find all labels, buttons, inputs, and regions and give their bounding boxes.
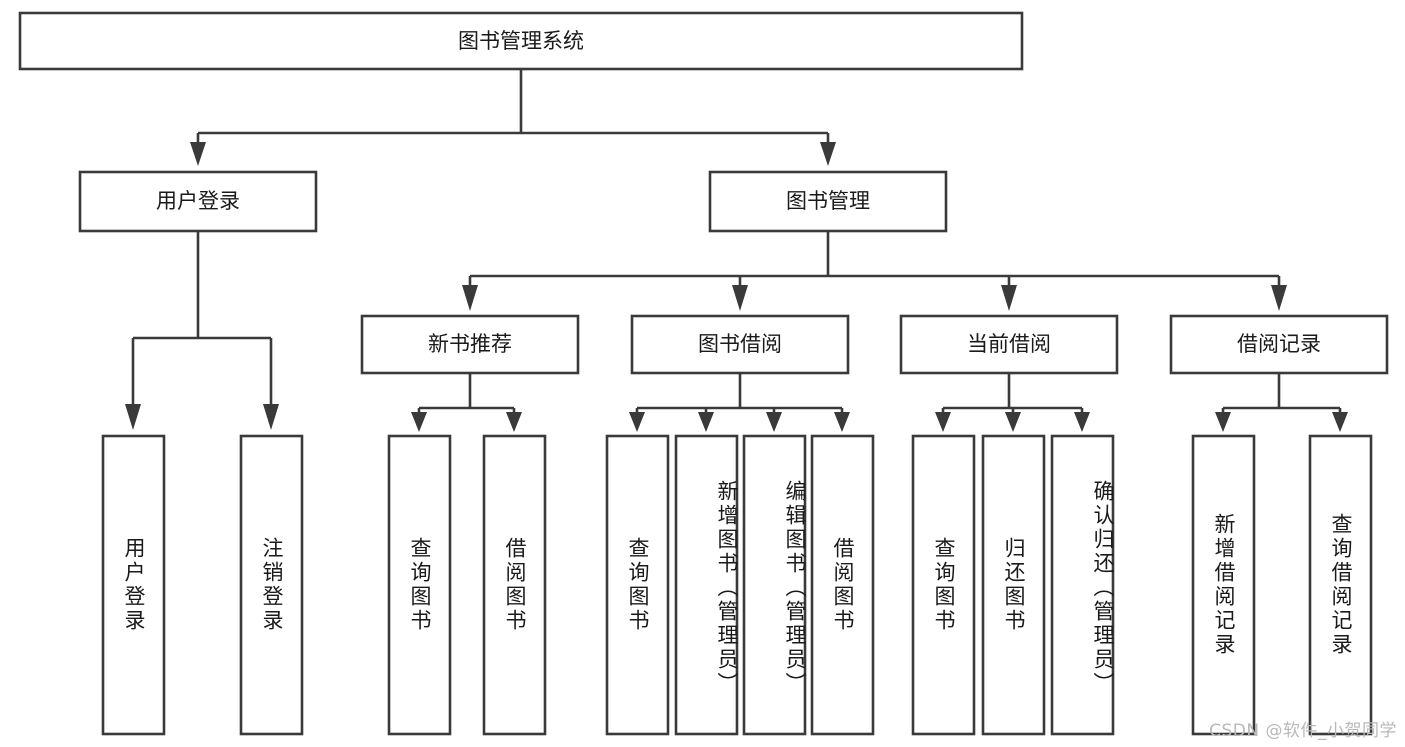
node-book-manage-label: 图书管理 [786, 189, 870, 213]
node-borrow-record[interactable]: 借阅记录 [1169, 314, 1389, 375]
watermark-text: CSDN @软件_小贺同学 [1209, 721, 1397, 741]
node-root-label: 图书管理系统 [458, 29, 584, 53]
leaf-box-current-return-book[interactable] [981, 434, 1046, 736]
connector-group-book-manage [462, 231, 1287, 311]
node-user-login[interactable]: 用户登录 [78, 170, 318, 233]
arrow-head-current-borrow [1001, 285, 1017, 311]
connector-group-new-book-recommend [411, 373, 522, 432]
leaf-box-recommend-borrow-book[interactable] [482, 434, 547, 736]
arrow-head-leaf-record-add [1215, 412, 1231, 432]
node-borrow-record-box[interactable] [1169, 314, 1389, 375]
arrow-head-leaf-recommend-query-book [411, 412, 427, 432]
leaf-box-borrow-borrow-book[interactable] [810, 434, 875, 736]
arrow-head-leaf-user-login [125, 404, 141, 430]
node-book-manage[interactable]: 图书管理 [708, 170, 948, 233]
node-book-manage-box[interactable] [708, 170, 948, 233]
leaf-box-recommend-query-book[interactable] [387, 434, 452, 736]
leaf-box-current-confirm-return[interactable] [1050, 434, 1115, 736]
arrow-head-leaf-current-query-book [935, 412, 951, 432]
arrow-head-user-login [190, 142, 206, 166]
arrow-head-book-borrow [732, 285, 748, 311]
arrow-head-borrow-record [1271, 285, 1287, 311]
connector-group-user-login [125, 231, 279, 430]
arrow-head-leaf-recommend-borrow-book [506, 412, 522, 432]
arrow-head-leaf-record-query [1332, 412, 1348, 432]
arrow-head-leaf-borrow-edit-book [766, 412, 782, 432]
connector-group-book-borrow [629, 373, 850, 432]
node-new-book-recommend-box[interactable] [360, 314, 580, 375]
node-root-box[interactable] [18, 11, 1024, 71]
node-new-book-recommend-label: 新书推荐 [428, 332, 512, 356]
arrow-head-leaf-current-return-book [1005, 412, 1021, 432]
arrow-head-leaf-user-logout [263, 404, 279, 430]
node-current-borrow[interactable]: 当前借阅 [899, 314, 1119, 375]
node-user-login-label: 用户登录 [156, 189, 240, 213]
leaf-box-record-query[interactable] [1308, 434, 1373, 736]
arrow-head-leaf-current-confirm-return [1074, 412, 1090, 432]
leaf-box-user-logout[interactable] [239, 434, 304, 736]
node-book-borrow-label: 图书借阅 [698, 332, 782, 356]
connector-group-current-borrow [935, 373, 1090, 432]
node-root[interactable]: 图书管理系统 [18, 11, 1024, 71]
arrow-head-new-book-recommend [462, 285, 478, 311]
arrow-head-book-manage [820, 142, 836, 166]
connector-group-borrow-record [1215, 373, 1348, 432]
node-book-borrow-box[interactable] [630, 314, 850, 375]
leaf-box-current-query-book[interactable] [911, 434, 976, 736]
leaf-box-group [101, 434, 1373, 736]
arrow-head-leaf-borrow-add-book [698, 412, 714, 432]
leaf-box-borrow-edit-book[interactable] [742, 434, 807, 736]
leaf-box-borrow-add-book[interactable] [674, 434, 739, 736]
arrow-head-leaf-borrow-query-book [629, 412, 645, 432]
leaf-box-user-login[interactable] [101, 434, 166, 736]
node-borrow-record-label: 借阅记录 [1237, 332, 1321, 356]
node-current-borrow-box[interactable] [899, 314, 1119, 375]
node-new-book-recommend[interactable]: 新书推荐 [360, 314, 580, 375]
leaf-box-record-add[interactable] [1191, 434, 1256, 736]
node-user-login-box[interactable] [78, 170, 318, 233]
node-current-borrow-label: 当前借阅 [967, 332, 1051, 356]
leaf-box-borrow-query-book[interactable] [605, 434, 670, 736]
arrow-head-leaf-borrow-borrow-book [834, 412, 850, 432]
node-book-borrow[interactable]: 图书借阅 [630, 314, 850, 375]
connector-group-root [190, 69, 836, 166]
